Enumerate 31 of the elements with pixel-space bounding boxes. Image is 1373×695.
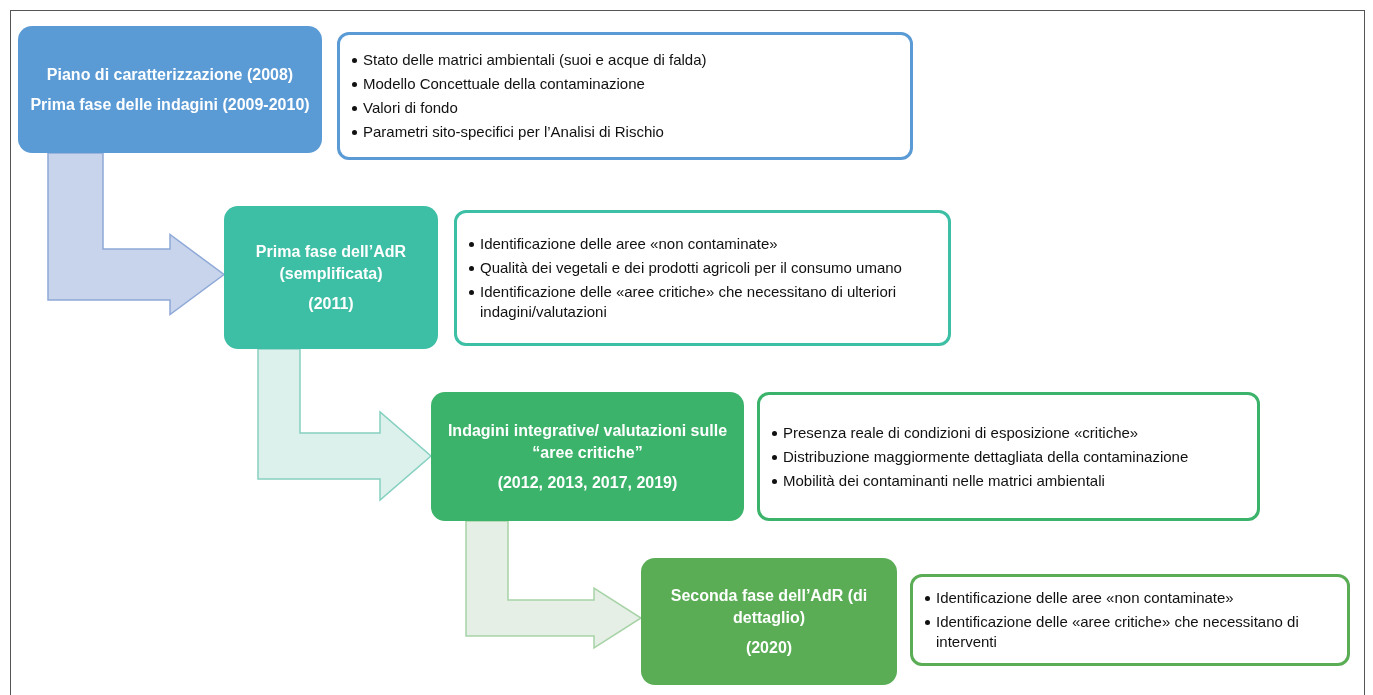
bullet-text: Distribuzione maggiormente dettagliata della contaminazione xyxy=(783,446,1189,467)
bullet-text: Identificazione delle aree «non contaminate» xyxy=(936,588,1234,608)
block-arrow xyxy=(465,520,643,650)
bullet-text: Presenza reale di condizioni di esposizione «critiche» xyxy=(783,422,1139,443)
phase-box xyxy=(18,26,322,153)
phase-title: Prima fase delle indagini (2009-2010) xyxy=(30,94,310,115)
phase-box xyxy=(431,392,744,521)
phase-title: Prima fase dell’AdR (semplificata) xyxy=(254,241,408,284)
bullet-text: Parametri sito-specifici per l’Analisi di Rischio xyxy=(363,122,664,142)
phase-title: (2020) xyxy=(745,637,793,658)
phase-title: Seconda fase dell’AdR (di dettaglio) xyxy=(669,585,869,628)
phase-box xyxy=(224,206,438,349)
bullet-text: Identificazione delle «aree critiche» che necessitano di interventi xyxy=(936,612,1300,652)
bullet-text: Stato delle matrici ambientali (suoi e acque di falda) xyxy=(363,50,707,70)
bullet-text: Identificazione delle aree «non contaminate» xyxy=(480,234,778,254)
phase-box xyxy=(641,558,897,685)
block-arrow xyxy=(257,348,433,502)
bullet-text: Mobilità dei contaminanti nelle matrici ambientali xyxy=(783,470,1105,491)
bullet-text: Qualità dei vegetali e dei prodotti agricoli per il consumo umano xyxy=(480,258,902,278)
phase-title: Indagini integrative/ valutazioni sulle “aree critiche” xyxy=(446,420,729,463)
phase-title: Piano di caratterizzazione (2008) xyxy=(46,64,294,85)
bullet-text: Identificazione delle «aree critiche» che necessitano di ulteriori indagini/valutazioni xyxy=(480,282,898,322)
notes-box xyxy=(757,392,1260,521)
bullet-text: Valori di fondo xyxy=(363,98,458,118)
notes-box xyxy=(910,574,1350,666)
phase-title: (2011) xyxy=(308,293,354,314)
block-arrow xyxy=(47,152,226,316)
notes-box xyxy=(337,32,913,160)
bullet-text: Modello Concettuale della contaminazione xyxy=(363,74,645,94)
phase-title: (2012, 2013, 2017, 2019) xyxy=(497,472,678,493)
notes-box xyxy=(454,210,951,346)
